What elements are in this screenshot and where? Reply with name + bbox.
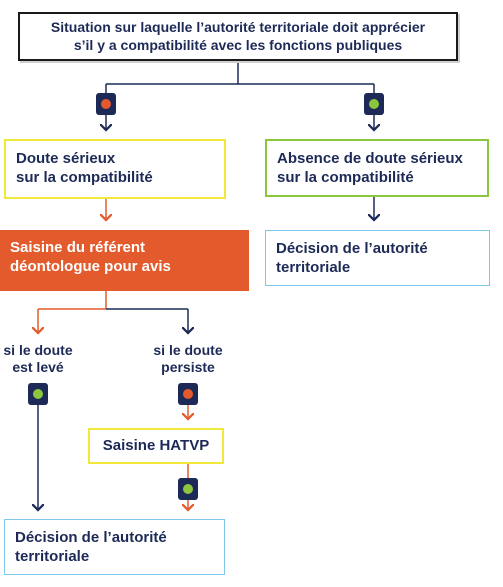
decision-right-line1: Décision de l’autorité xyxy=(276,240,428,257)
decision-right-line2: territoriale xyxy=(276,259,351,276)
doute-leve-line2: est levé xyxy=(12,359,64,375)
situation-line2: s’il y a compatibilité avec les fonction… xyxy=(73,37,403,53)
traffic-light-green-icon xyxy=(28,383,48,405)
traffic-light-orange-icon xyxy=(178,383,198,405)
doute-persiste-label: si le doute persiste xyxy=(144,342,232,376)
absence-doute-box: Absence de doute sérieux sur la compatib… xyxy=(265,139,489,197)
doute-leve-line1: si le doute xyxy=(3,342,73,358)
decision-bottom-line1: Décision de l’autorité xyxy=(15,529,167,546)
saisine-referent-line2: déontologue pour avis xyxy=(10,258,171,275)
saisine-referent-line1: Saisine du référent xyxy=(10,239,146,256)
decision-bottom-box: Décision de l’autorité territoriale xyxy=(4,519,225,575)
absence-doute-line2: sur la compatibilité xyxy=(277,169,414,186)
doute-serieux-line2: sur la compatibilité xyxy=(16,169,153,186)
doute-leve-label: si le doute est levé xyxy=(0,342,76,376)
saisine-hatvp-box: Saisine HATVP xyxy=(88,428,224,464)
traffic-light-green-icon xyxy=(364,93,384,115)
saisine-referent-box: Saisine du référent déontologue pour avi… xyxy=(0,230,249,291)
doute-serieux-line1: Doute sérieux xyxy=(16,150,116,167)
absence-doute-line1: Absence de doute sérieux xyxy=(277,150,463,167)
traffic-light-green-icon xyxy=(178,478,198,500)
doute-serieux-box: Doute sérieux sur la compatibilité xyxy=(4,139,226,199)
traffic-light-orange-icon xyxy=(96,93,116,115)
decision-right-box: Décision de l’autorité territoriale xyxy=(265,230,490,286)
situation-line1: Situation sur laquelle l’autorité territ… xyxy=(50,19,426,35)
situation-box: Situation sur laquelle l’autorité territ… xyxy=(18,12,458,61)
doute-persiste-line2: persiste xyxy=(161,359,215,375)
decision-bottom-line2: territoriale xyxy=(15,548,90,565)
doute-persiste-line1: si le doute xyxy=(153,342,223,358)
saisine-hatvp-text: Saisine HATVP xyxy=(102,437,210,454)
